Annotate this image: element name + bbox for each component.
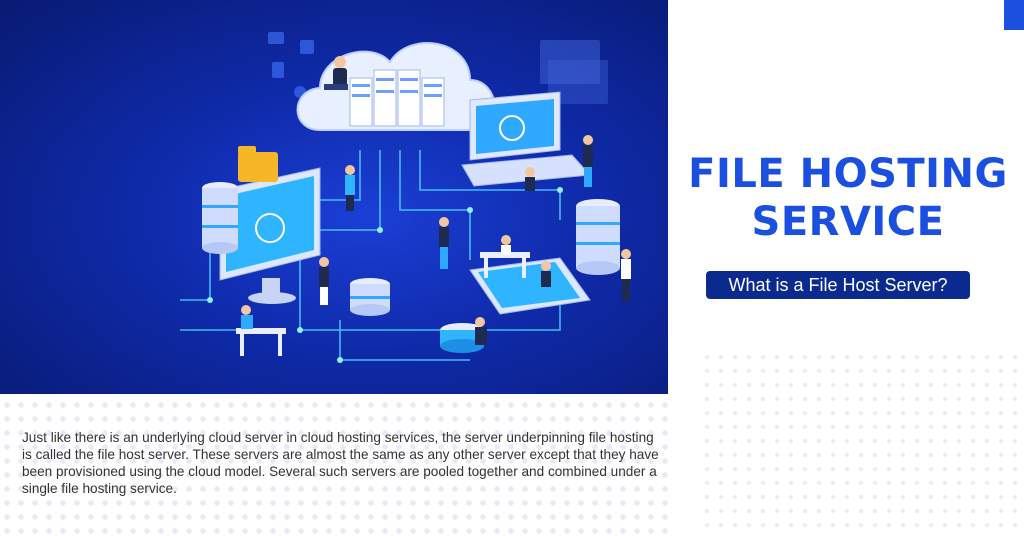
subtitle-badge: What is a File Host Server? <box>706 271 970 299</box>
laptop <box>461 91 592 187</box>
dot-pattern-bottom-right <box>700 350 1024 536</box>
cloud-server <box>296 42 496 131</box>
floating-icons <box>268 32 608 104</box>
database-stacks <box>202 182 620 353</box>
title-line-2: SERVICE <box>751 199 945 245</box>
monitor <box>219 167 321 304</box>
page-title: FILE HOSTING SERVICE <box>672 150 1024 246</box>
illustration-art <box>180 32 631 363</box>
corner-accent-bar <box>1004 0 1024 30</box>
person-on-cloud <box>324 56 348 90</box>
smartphone-platform <box>469 257 591 315</box>
title-line-1: FILE HOSTING <box>688 151 1008 197</box>
dot-pattern-bottom-left <box>0 398 668 536</box>
description-paragraph: Just like there is an underlying cloud s… <box>22 430 659 496</box>
cloud-hosting-illustration <box>0 0 668 394</box>
people <box>241 135 631 345</box>
folder-icon <box>238 146 278 182</box>
